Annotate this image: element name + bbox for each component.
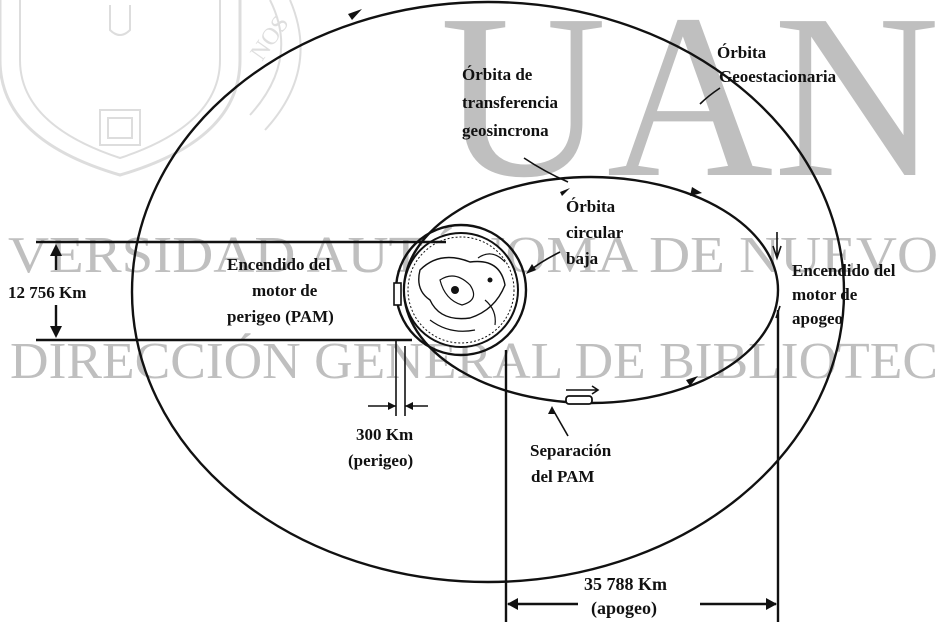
labels: Órbita Geoestacionaria Órbita de transfe… (8, 43, 896, 619)
transfer-label-2: transferencia (462, 93, 558, 112)
separated-pam-icon (565, 385, 600, 405)
pam-rocket-icon (393, 282, 402, 306)
watermark: NOS UAN VERSIDAD AUTÓNOMA DE NUEVO DIREC… (0, 0, 938, 390)
apogee-altitude-label-1: 35 788 Km (584, 574, 667, 594)
apogee-motor-label-1: Encendido del (792, 261, 896, 280)
geo-orbit-label-2: Geoestacionaria (719, 67, 837, 86)
transfer-orbit-arrow-top-icon (690, 187, 702, 196)
dimension-lines (36, 240, 780, 622)
perigee-motor-label-2: motor de (252, 281, 318, 300)
transfer-label-3: geosincrona (462, 121, 549, 140)
apogee-motor-label-3: apogeo (792, 309, 843, 328)
apogee-motor-marker-icon (772, 232, 782, 261)
transfer-label-1: Órbita de (462, 65, 533, 84)
university-seal: NOS (0, 0, 302, 177)
apogee-motor-label-2: motor de (792, 285, 858, 304)
separation-label-1: Separación (530, 441, 612, 460)
geo-leader (699, 87, 721, 105)
low-orbit-label-2: circular (566, 223, 624, 242)
earth-diameter-label: 12 756 Km (8, 283, 86, 302)
seal-text: NOS (246, 11, 295, 65)
earth (403, 232, 519, 348)
separation-label-2: del PAM (531, 467, 594, 486)
diameter-arrowhead-up-icon (50, 244, 62, 256)
apogee-altitude-label-2: (apogeo) (591, 598, 657, 619)
orbits (130, 0, 846, 584)
geostationary-orbit (130, 0, 846, 584)
diameter-arrowhead-down-icon (50, 326, 62, 338)
watermark-big-letters: UAN (440, 0, 938, 226)
perigee-altitude-label-1: 300 Km (356, 425, 413, 444)
direction-arrows (348, 9, 702, 386)
transfer-orbit-arrow-bottom-icon (686, 376, 698, 386)
geo-orbit-label-1: Órbita (717, 43, 767, 62)
transfer-leader (523, 157, 569, 183)
leader-lines (523, 87, 721, 437)
low-orbit-label-3: baja (566, 249, 599, 268)
perigee-motor-label-1: Encendido del (227, 255, 331, 274)
perigee-altitude-label-2: (perigeo) (348, 451, 413, 470)
perigee-motor-label-3: perigeo (PAM) (227, 307, 334, 326)
low-orbit-label-1: Órbita (566, 197, 616, 216)
geo-orbit-arrow-icon (348, 9, 362, 20)
